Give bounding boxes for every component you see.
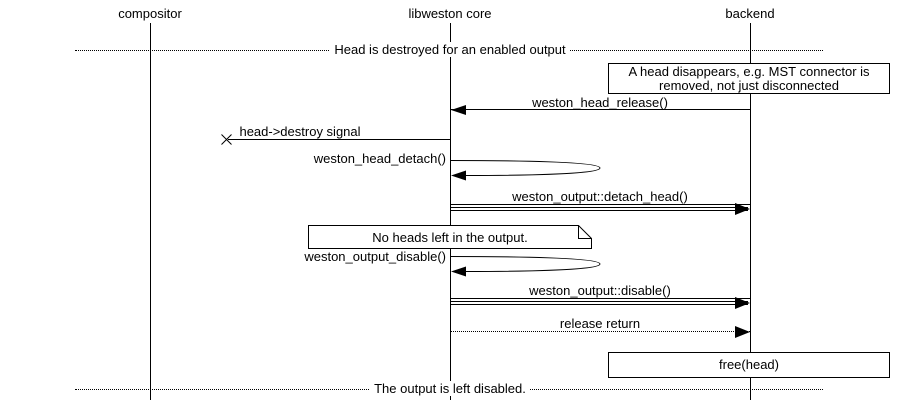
self-call-arc-icon (450, 160, 601, 181)
lifeline-label-compositor: compositor (118, 6, 182, 21)
arrowhead-left-icon (451, 170, 466, 181)
note-no-heads: No heads left in the output. (308, 225, 592, 249)
message-disable-underline (450, 298, 750, 299)
box-free-head: free(head) (608, 352, 890, 378)
lifeline-label-backend: backend (725, 6, 775, 21)
note-no-heads-shape (308, 225, 592, 249)
arrowhead-left-icon (451, 105, 466, 115)
divider-top-text: Head is destroyed for an enabled output (330, 42, 570, 57)
message-detach-head-underline (450, 204, 750, 205)
message-detach-head-label: weston_output::detach_head() (512, 189, 688, 204)
note-no-heads-text: No heads left in the output. (372, 229, 528, 245)
message-detach-head-double-line (450, 207, 748, 211)
self-call-arc-icon (450, 256, 601, 277)
message-disable-label: weston_output::disable() (529, 283, 671, 298)
message-disable-double-line (450, 301, 748, 305)
message-destroy-signal-line (228, 139, 450, 140)
lifeline-backend (750, 23, 751, 400)
message-head-release-line (450, 109, 750, 110)
self-message-output-disable-label: weston_output_disable() (304, 249, 446, 264)
box-free-head-text: free(head) (719, 357, 779, 372)
arrowhead-left-icon (451, 266, 466, 277)
divider-bottom-text: The output is left disabled. (370, 381, 530, 396)
message-destroy-signal-label: head->destroy signal (239, 124, 361, 139)
divider-top-label: Head is destroyed for an enabled output (250, 42, 650, 57)
message-head-release-label: weston_head_release() (532, 95, 668, 110)
note-head-disappears-text: A head disappears, e.g. MST connector is… (628, 63, 870, 93)
arrowhead-right-icon (735, 326, 750, 338)
note-head-disappears: A head disappears, e.g. MST connector is… (608, 63, 890, 94)
lifeline-label-libweston-core: libweston core (408, 6, 492, 21)
self-message-head-detach-label: weston_head_detach() (313, 151, 446, 166)
arrowhead-right-icon (735, 203, 750, 215)
note-fold-icon (578, 225, 592, 239)
arrowhead-right-icon (735, 297, 750, 309)
lifeline-compositor (150, 23, 151, 400)
lifeline-libweston-core (450, 23, 451, 400)
divider-bottom-label: The output is left disabled. (250, 381, 650, 396)
message-release-return-line (450, 331, 750, 332)
lost-message-x-icon (221, 134, 232, 145)
message-release-return-label: release return (559, 316, 641, 331)
